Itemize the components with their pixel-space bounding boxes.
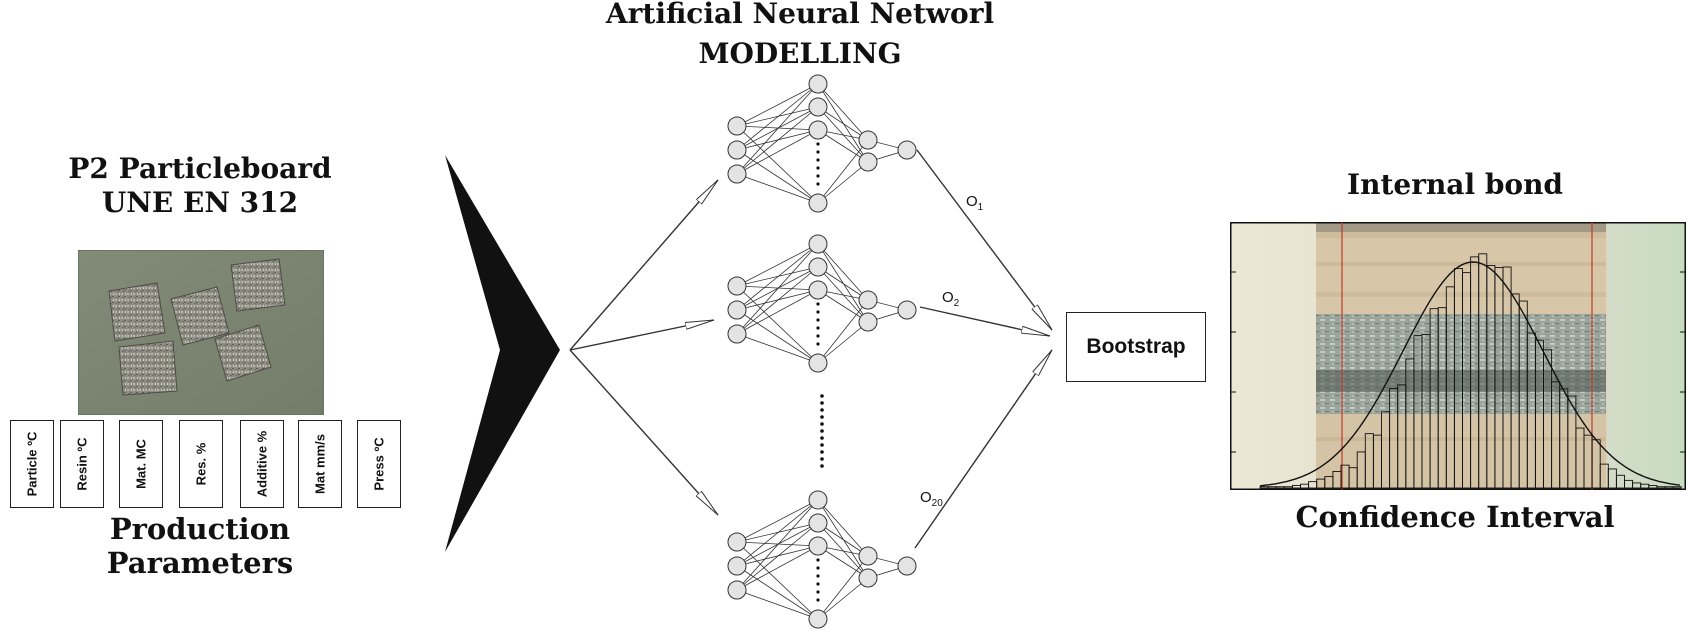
hidden-node — [858, 290, 878, 310]
particleboard-photo — [78, 250, 324, 415]
hidden-node — [808, 513, 828, 533]
ann-title: Artificial Neural Networl MODELLING — [600, 0, 1000, 74]
histogram-bar — [1672, 486, 1682, 489]
param-resin-temp: Resin ºC — [60, 420, 104, 508]
input-node — [727, 532, 747, 552]
output-label-20: O20 — [920, 489, 943, 509]
normal-curve — [1259, 261, 1681, 487]
hidden-node — [808, 536, 828, 556]
hidden-node — [808, 609, 828, 629]
ann-title-line2: MODELLING — [698, 37, 902, 70]
hidden-node — [858, 568, 878, 588]
param-additive-percent: Additive % — [240, 420, 284, 508]
hidden-ellipsis — [816, 302, 820, 346]
hidden-ellipsis — [816, 142, 820, 186]
hidden-node — [808, 97, 828, 117]
input-node — [727, 580, 747, 600]
ann-title-line1: Artificial Neural Networl — [605, 0, 995, 30]
hidden-node — [808, 234, 828, 254]
hidden-node — [808, 490, 828, 510]
internal-bond-histogram — [1230, 222, 1686, 490]
output-node — [897, 140, 917, 160]
hidden-node — [858, 546, 878, 566]
param-press-temp: Press ºC — [357, 420, 401, 508]
hidden-node — [858, 130, 878, 150]
output-node — [897, 556, 917, 576]
neural-networks — [727, 74, 917, 629]
big-arrow-icon — [445, 155, 560, 552]
input-node — [727, 116, 747, 136]
hidden-node — [808, 257, 828, 277]
output-arrow-20 — [914, 349, 1053, 549]
output-arrow-1 — [916, 149, 1053, 331]
hidden-node — [858, 312, 878, 332]
output-label-2: O2 — [942, 289, 960, 309]
param-mat-mc: Mat. MC — [119, 420, 163, 508]
hidden-node — [808, 74, 828, 94]
hidden-node — [808, 120, 828, 140]
input-node — [727, 140, 747, 160]
internal-bond-title: Internal bond — [1346, 168, 1564, 201]
param-particle-temp: Particle ºC — [10, 420, 54, 508]
param-mat-speed: Mat mm/s — [298, 420, 342, 508]
input-node — [727, 300, 747, 320]
confidence-interval-title: Confidence Interval — [1295, 500, 1615, 534]
histogram-bars — [1259, 253, 1682, 489]
hidden-ellipsis — [816, 558, 820, 602]
neural-network-20 — [727, 490, 917, 629]
hidden-node — [808, 280, 828, 300]
particleboard-title-line1: P2 Particleboard — [68, 152, 332, 185]
output-node — [897, 300, 917, 320]
particleboard-title-line2: UNE EN 312 — [101, 186, 299, 219]
input-node — [727, 276, 747, 296]
hidden-node — [858, 152, 878, 172]
bootstrap-box: Bootstrap — [1066, 312, 1206, 382]
output-label-1: O1 — [966, 193, 984, 213]
particleboard-photo-drawing — [79, 251, 323, 414]
input-node — [727, 556, 747, 576]
histogram-drawing — [1230, 222, 1686, 490]
network-ellipsis — [820, 394, 824, 468]
input-node — [727, 324, 747, 344]
particleboard-title: P2 Particleboard UNE EN 312 — [40, 152, 360, 220]
fan-arrow-bottom — [569, 349, 719, 516]
fan-arrow-top — [569, 179, 719, 351]
fan-arrow-mid — [569, 319, 714, 351]
output-arrow-2 — [919, 306, 1050, 337]
neural-network-2 — [727, 234, 917, 373]
hidden-node — [808, 353, 828, 373]
production-parameters-label: Production Parameters — [106, 512, 294, 580]
bootstrap-label: Bootstrap — [1086, 335, 1186, 358]
input-node — [727, 164, 747, 184]
param-resin-percent: Res. % — [179, 420, 223, 508]
neural-network-1 — [727, 74, 917, 213]
hidden-node — [808, 193, 828, 213]
